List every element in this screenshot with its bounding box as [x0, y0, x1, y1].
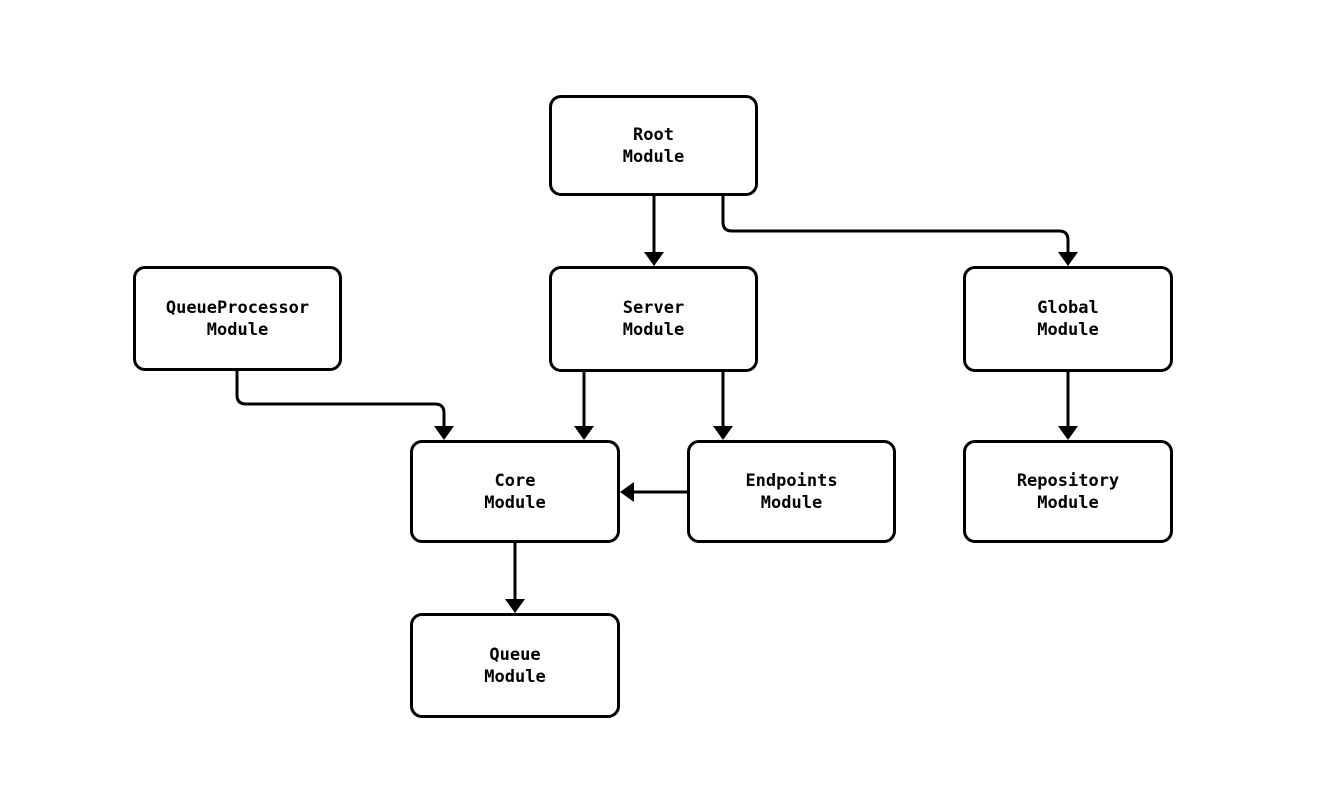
node-root-module[interactable]: Root Module — [549, 95, 758, 196]
node-label-line1: Root — [633, 124, 674, 145]
edge-server-to-endpoints — [713, 372, 733, 440]
node-server-module[interactable]: Server Module — [549, 266, 758, 372]
edge-endpoints-to-core — [620, 482, 687, 502]
node-queue-module[interactable]: Queue Module — [410, 613, 620, 718]
node-core-module[interactable]: Core Module — [410, 440, 620, 543]
node-label-line2: Module — [622, 146, 685, 167]
node-label-line2: Module — [1037, 320, 1099, 340]
node-label-line2: Module — [206, 319, 269, 340]
node-queueprocessor-module[interactable]: QueueProcessor Module — [133, 266, 342, 371]
node-global-module[interactable]: Global Module — [963, 266, 1173, 372]
node-endpoints-module[interactable]: Endpoints Module — [687, 440, 896, 543]
edge-queueprocessor-to-core — [235, 371, 454, 440]
edge-root-to-server — [644, 196, 664, 266]
node-label-line1: Global — [1037, 298, 1099, 318]
node-label-line1: Server — [622, 298, 685, 318]
edge-core-to-queue — [505, 543, 525, 613]
node-label-line2: Module — [760, 492, 823, 513]
node-label-line1: Queue — [489, 644, 541, 665]
node-repository-module[interactable]: Repository Module — [963, 440, 1173, 543]
node-label-line2: Module — [622, 320, 685, 340]
node-label-line2: Module — [484, 666, 546, 687]
node-label-line1: QueueProcessor — [165, 297, 310, 318]
edge-server-to-core — [574, 372, 594, 440]
edge-global-to-repository — [1058, 372, 1078, 440]
edge-root-to-global — [721, 196, 1078, 266]
node-label-line2: Module — [484, 492, 546, 513]
node-label-line1: Repository — [1016, 470, 1120, 491]
node-label-line1: Core — [494, 470, 536, 491]
node-label-line1: Endpoints — [745, 470, 838, 491]
node-label-line2: Module — [1037, 492, 1099, 513]
